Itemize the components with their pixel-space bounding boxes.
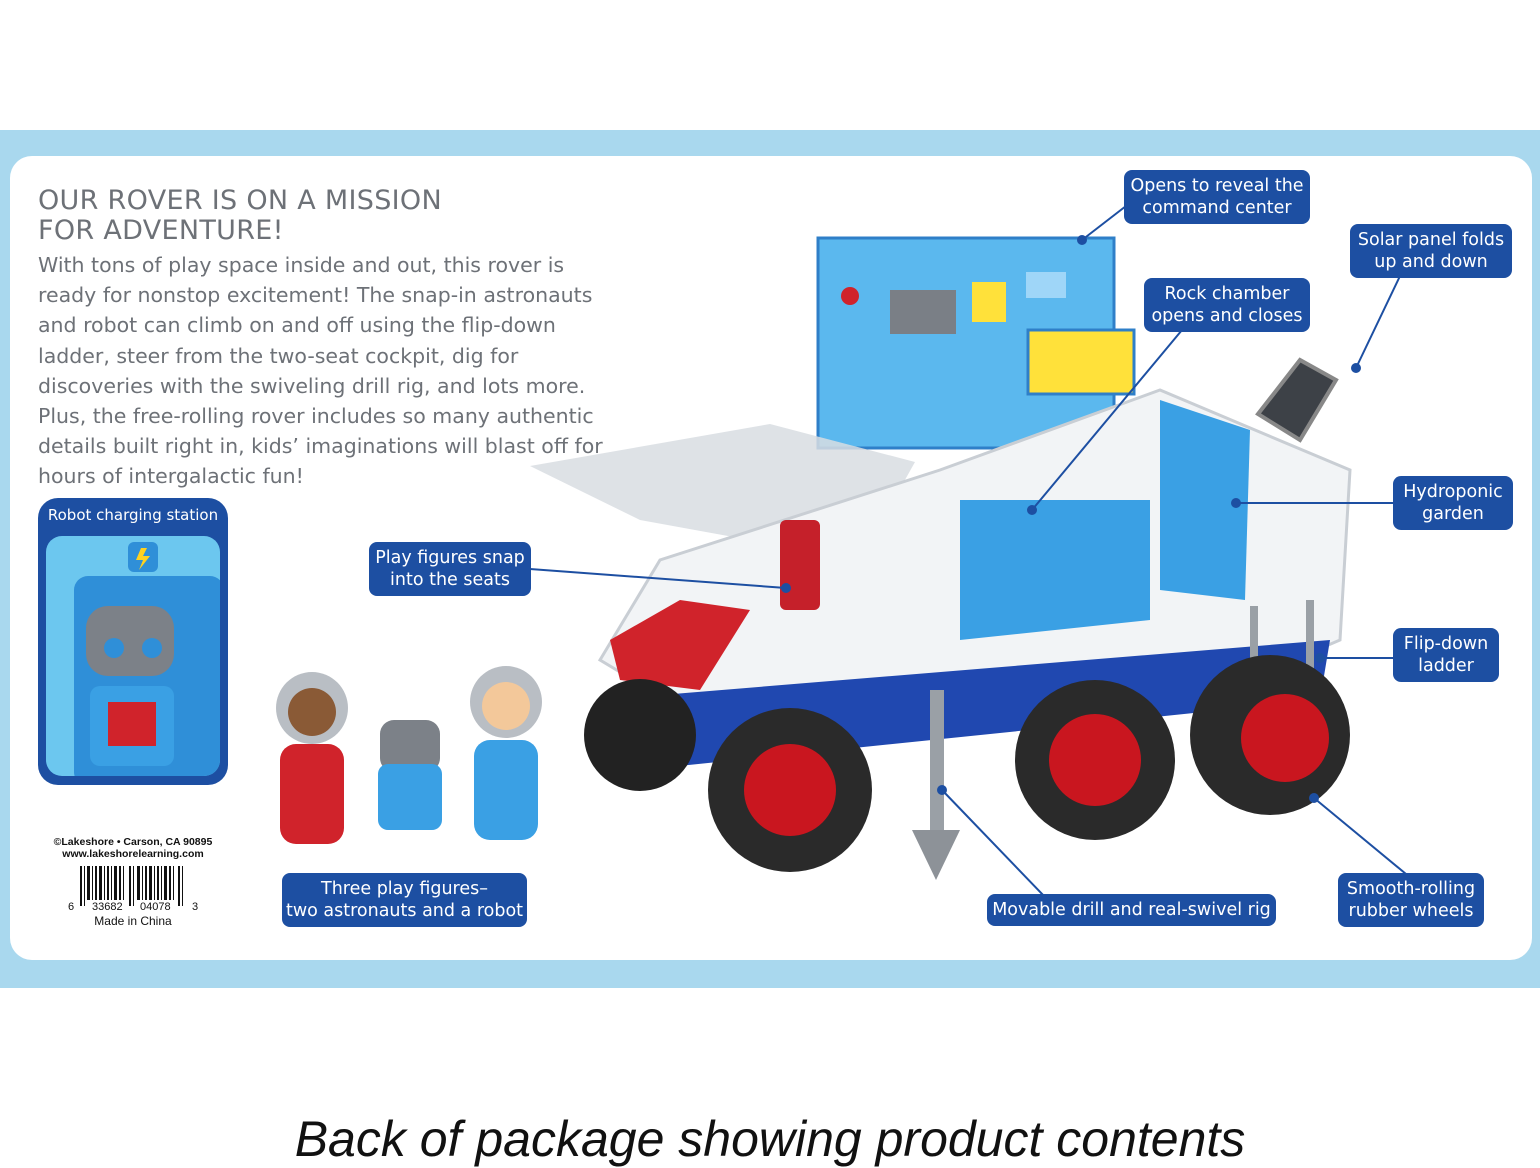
rover-wheels xyxy=(584,655,1350,872)
barcode-digit-left: 6 xyxy=(68,901,74,913)
heading-line-2: FOR ADVENTURE! xyxy=(38,215,284,246)
robot-charging-station-panel: Robot charging station xyxy=(38,498,228,785)
callout-hydroponic-line1: Hydroponic xyxy=(1403,482,1503,502)
callout-ladder-line1: Flip-down xyxy=(1403,634,1489,654)
lightning-icon xyxy=(136,548,150,570)
callout-rock-chamber-line1: Rock chamber xyxy=(1164,284,1290,304)
callout-rock-chamber-line2: opens and closes xyxy=(1151,306,1303,326)
callout-solar-panel-line1: Solar panel folds xyxy=(1357,230,1505,250)
package-heading: OUR ROVER IS ON A MISSION FOR ADVENTURE! xyxy=(38,186,598,246)
heading-line-1: OUR ROVER IS ON A MISSION xyxy=(38,185,442,216)
callout-seats-line2: into the seats xyxy=(390,570,510,590)
callout-command-center-line1: Opens to reveal the xyxy=(1130,176,1304,196)
callout-figures-line1: Three play figures– xyxy=(321,879,488,899)
product-description: With tons of play space inside and out, … xyxy=(38,253,603,489)
barcode-digits-group2: 04078 xyxy=(140,901,171,913)
callout-seats-line1: Play figures snap xyxy=(375,548,525,568)
copyright-text: ©Lakeshore • Carson, CA 90895 xyxy=(53,836,213,848)
callout-wheels-line1: Smooth-rolling xyxy=(1346,879,1476,899)
image-caption: Back of package showing product contents xyxy=(294,1111,1246,1167)
made-in-text: Made in China xyxy=(94,914,172,928)
callout-solar-panel-line2: up and down xyxy=(1374,252,1488,272)
callout-command-center-line2: command center xyxy=(1142,198,1292,218)
callout-figures-line2: two astronauts and a robot xyxy=(285,901,524,921)
barcode-digits-group1: 33682 xyxy=(92,901,123,913)
barcode-digit-right: 3 xyxy=(192,901,198,913)
charging-station-label: Robot charging station xyxy=(47,506,219,524)
robot-figure xyxy=(74,542,220,776)
play-figures xyxy=(276,666,542,844)
callout-hydroponic-line2: garden xyxy=(1422,504,1484,524)
callout-ladder-line2: ladder xyxy=(1418,656,1474,676)
callout-drill-line1: Movable drill and real-swivel rig xyxy=(992,900,1271,920)
barcode: 6 33682 04078 3 xyxy=(68,866,198,913)
website-text: www.lakeshorelearning.com xyxy=(62,848,204,860)
legal-info: ©Lakeshore • Carson, CA 90895 www.lakesh… xyxy=(40,836,226,860)
callout-play-figures: Three play figures–two astronauts and a … xyxy=(282,873,527,927)
callout-drill: Movable drill and real-swivel rig xyxy=(987,894,1276,926)
charging-station-image xyxy=(46,536,220,776)
callout-wheels-line2: rubber wheels xyxy=(1348,901,1474,921)
